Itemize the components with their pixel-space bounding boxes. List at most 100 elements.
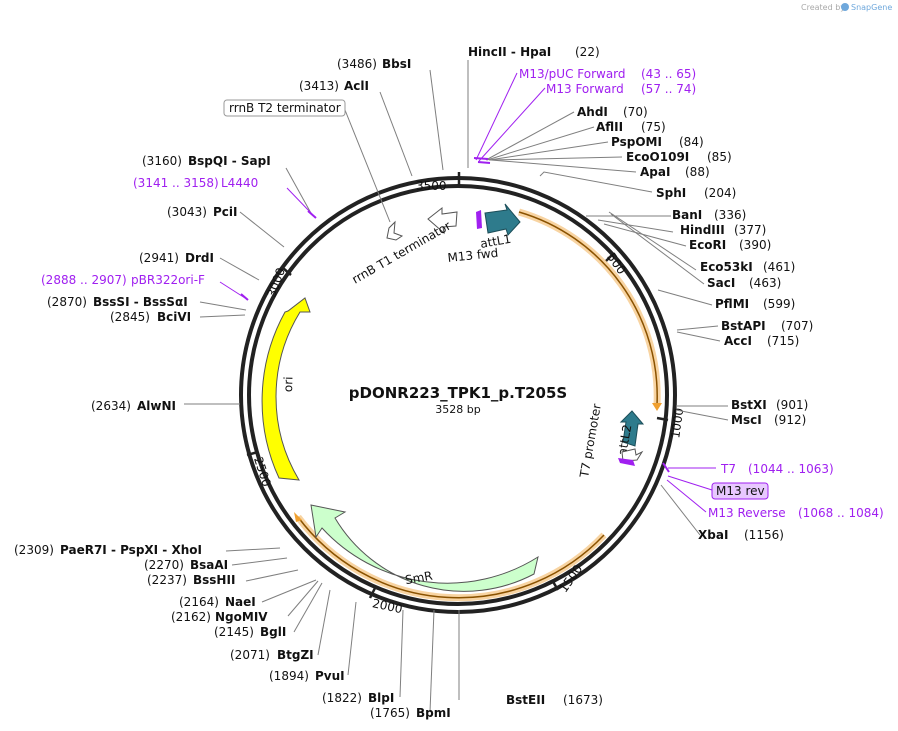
primer-box-m13-rev (711, 482, 769, 500)
attl2-label: attL2 (615, 423, 634, 456)
tick-label-3500: 3500 (416, 179, 447, 193)
primer-name-t7: T7 (720, 462, 736, 476)
orf-arrowhead-2 (294, 512, 302, 522)
site-name-sacI: SacI (707, 276, 735, 290)
site-name-pvuI: PvuI (315, 669, 345, 683)
site-pos-bssSI: (2870) (47, 295, 87, 309)
t7-promoter-label: T7 promoter (577, 403, 604, 480)
site-pos-hpaI: (22) (575, 45, 600, 59)
site-name-bssHII: BssHII (193, 573, 235, 587)
m13-fwd-label: M13 fwd (447, 246, 499, 265)
site-pos-blpI: (1822) (322, 691, 362, 705)
site-name-bglI: BglI (260, 625, 286, 639)
primer-name-m13-rev: M13 rev (716, 484, 765, 498)
site-name-btgZI: BtgZI (277, 648, 314, 662)
primer-name-pbr322ori: pBR322ori-F (131, 273, 205, 287)
primer-range-m13puc-fwd: (43 .. 65) (641, 67, 696, 81)
site-name-pflMI: PflMI (715, 297, 749, 311)
site-pos-aflII: (75) (641, 120, 666, 134)
tick-marks (246, 172, 669, 599)
site-pos-naeI: (2164) (179, 595, 219, 609)
site-name-alwNI: AlwNI (137, 399, 176, 413)
site-pos-accI: (715) (767, 334, 799, 348)
site-pos-bsaAI: (2270) (144, 558, 184, 572)
credit-prefix: Created by (801, 3, 845, 12)
plasmid-size: 3528 bp (435, 403, 480, 416)
site-name-bciVI: BciVI (157, 310, 191, 324)
site-name-ahdI: AhdI (577, 105, 608, 119)
site-pos-hindIII: (377) (734, 223, 766, 237)
site-pos-ngoMIV: (2162) (171, 610, 211, 624)
site-name-bbsI: BbsI (382, 57, 411, 71)
site-pos-bstEII: (1673) (563, 693, 603, 707)
primer-range-m13-fwd: (57 .. 74) (641, 82, 696, 96)
primer-leader-lines (219, 72, 716, 513)
snapgene-logo-icon (841, 3, 849, 11)
site-pos-xbaI: (1156) (744, 528, 784, 542)
primer-range-m13-reverse: (1068 .. 1084) (798, 506, 884, 520)
site-pos-bssHII: (2237) (147, 573, 187, 587)
site-name-apaI: ApaI (640, 165, 670, 179)
site-pos-ahdI: (70) (623, 105, 648, 119)
rrnb-t2-box (223, 99, 346, 117)
site-pos-pflMI: (599) (763, 297, 795, 311)
primer-name-m13-reverse: M13 Reverse (708, 506, 786, 520)
site-name-aclI: AclI (344, 79, 369, 93)
site-name-mscI: MscI (731, 413, 762, 427)
plasmid-name: pDONR223_TPK1_p.T205S (349, 384, 567, 402)
site-name-drdI: DrdI (185, 251, 214, 265)
smr-label: SmR (404, 569, 434, 588)
site-pos-drdI: (2941) (139, 251, 179, 265)
site-name-bssSI: BssSI - BssSαI (93, 295, 188, 309)
site-pos-pvuI: (1894) (269, 669, 309, 683)
site-pos-aclI: (3413) (299, 79, 339, 93)
primer-range-t7: (1044 .. 1063) (748, 462, 834, 476)
rrnb-t2-label: rrnB T2 terminator (229, 101, 341, 115)
site-pos-bciVI: (2845) (110, 310, 150, 324)
site-pos-banI: (336) (714, 208, 746, 222)
site-pos-pciI: (3043) (167, 205, 207, 219)
site-pos-btgZI: (2071) (230, 648, 270, 662)
site-name-ngoMIV: NgoMIV (215, 610, 268, 624)
site-name-bpmI: BpmI (416, 706, 451, 720)
site-pos-ecoo109I: (85) (707, 150, 732, 164)
site-pos-bglI: (2145) (214, 625, 254, 639)
site-name-hindIII: HindIII (680, 223, 725, 237)
rrnb-t1-feature (427, 206, 458, 235)
smr-feature (310, 504, 539, 592)
site-name-bsaAI: BsaAI (190, 558, 228, 572)
site-name-bstEII: BstEII (506, 693, 545, 707)
orf-arc-2 (297, 516, 605, 599)
primer-range-pbr322ori: (2888 .. 2907) (41, 273, 127, 287)
primer-name-m13puc-fwd: M13/pUC Forward (519, 67, 626, 81)
site-pos-bstAPI: (707) (781, 319, 813, 333)
site-name-aflII: AflII (596, 120, 623, 134)
site-name-ecoRI: EcoRI (689, 238, 726, 252)
tick-label-3000: 3000 (264, 266, 288, 299)
site-name-accI: AccI (724, 334, 752, 348)
site-name-pspomI: PspOMI (611, 135, 662, 149)
m13-rev-feature (618, 458, 635, 466)
site-name-banI: BanI (672, 208, 702, 222)
orf-arrowhead-1 (652, 403, 662, 411)
m13-fwd-feature (476, 210, 482, 229)
site-pos-bbsI: (3486) (337, 57, 377, 71)
site-name-bstAPI: BstAPI (721, 319, 766, 333)
orf-arc-1 (518, 211, 658, 406)
attl1-label: attL1 (479, 232, 512, 251)
site-pos-eco53kI: (461) (763, 260, 795, 274)
tick-label-2000: 2000 (371, 596, 404, 616)
site-pos-mscI: (912) (774, 413, 806, 427)
ori-feature (261, 297, 311, 481)
site-name-naeI: NaeI (225, 595, 256, 609)
site-leader-lines (184, 60, 729, 713)
site-name-eco53kI: Eco53kI (700, 260, 753, 274)
site-pos-sphI: (204) (704, 186, 736, 200)
site-pos-ecoRI: (390) (739, 238, 771, 252)
site-name-ecoo109I: EcoO109I (626, 150, 689, 164)
site-name-sapI: BspQI - SapI (188, 154, 271, 168)
site-pos-alwNI: (2634) (91, 399, 131, 413)
site-pos-xhoI: (2309) (14, 543, 54, 557)
site-name-sphI: SphI (656, 186, 686, 200)
primer-range-l4440: (3141 .. 3158) (133, 176, 219, 190)
